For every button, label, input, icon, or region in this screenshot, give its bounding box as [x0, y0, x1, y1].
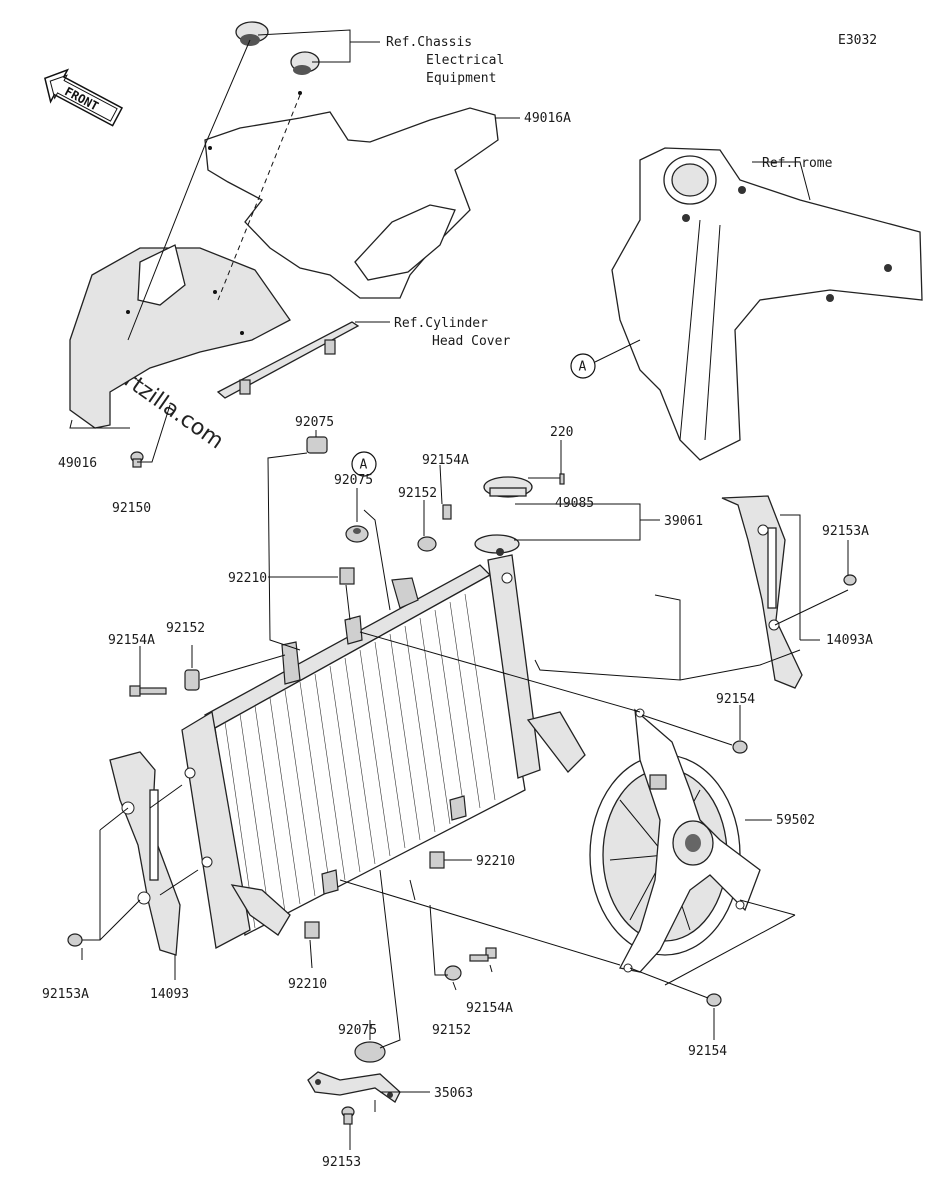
- label-92154A-bot: 92154A: [466, 1001, 513, 1016]
- label-92152-top: 92152: [398, 486, 437, 501]
- label-14093: 14093: [150, 987, 189, 1002]
- cap-49085: [483, 476, 533, 498]
- bolt-92154A-top: [442, 504, 452, 520]
- label-92075-mid: 92075: [334, 473, 373, 488]
- label-92210-top: 92210: [228, 571, 267, 586]
- label-39061: 39061: [664, 514, 703, 529]
- ref-chassis-line1: Ref.Chassis: [386, 35, 472, 50]
- label-92153: 92153: [322, 1155, 361, 1170]
- cylinder-bracket: [216, 321, 360, 399]
- bolt-92154-lower: [706, 993, 722, 1007]
- bolt-92153A-left: [67, 933, 83, 947]
- diagram-code: E3032: [838, 33, 877, 48]
- bolt-92153-bot: [341, 1106, 355, 1125]
- bolt-92153A-right: [843, 574, 857, 586]
- label-35063: 35063: [434, 1086, 473, 1101]
- label-92153A-left: 92153A: [42, 987, 89, 1002]
- ref-chassis-line3: Equipment: [426, 71, 496, 86]
- marker-a-right: A: [570, 353, 596, 379]
- label-92150: 92150: [112, 501, 151, 516]
- collar-92152-top: [417, 536, 437, 552]
- label-92075-top: 92075: [295, 415, 334, 430]
- cover-49016A: [204, 91, 499, 299]
- label-92154A-top: 92154A: [422, 453, 469, 468]
- cover-49016: [69, 244, 291, 429]
- grommet-92075-top: [306, 436, 328, 454]
- fan-59502: [589, 708, 761, 973]
- label-92153A-right: 92153A: [822, 524, 869, 539]
- label-92154-lower: 92154: [688, 1044, 727, 1059]
- label-92154-upper: 92154: [716, 692, 755, 707]
- label-92210-mid: 92210: [476, 854, 515, 869]
- label-92152-bot: 92152: [432, 1023, 471, 1038]
- leader-lines: [69, 29, 849, 1150]
- electrical-connector-2: [290, 51, 320, 75]
- ref-frame: Ref.Frome: [762, 156, 833, 171]
- grommet-92075-bot: [354, 1041, 386, 1063]
- cap-220: [559, 473, 565, 485]
- radiator-fins: [224, 593, 496, 929]
- collar-92152-bot: [444, 965, 462, 981]
- nut-92210-top: [339, 567, 355, 585]
- ref-cylinder-line2: Head Cover: [432, 334, 510, 349]
- svg-text:A: A: [360, 458, 368, 473]
- label-49016: 49016: [58, 456, 97, 471]
- label-220: 220: [550, 425, 573, 440]
- label-92210-bot: 92210: [288, 977, 327, 992]
- collar-92152-left: [184, 669, 200, 691]
- marker-a-left: A: [351, 451, 377, 477]
- nut-92210-bot: [304, 921, 320, 939]
- grommet-92075-mid: [345, 525, 369, 543]
- bracket-35063: [307, 1071, 401, 1103]
- neck-39061: [474, 534, 520, 556]
- shroud-14093: [109, 751, 181, 956]
- frame: [611, 147, 923, 461]
- ref-chassis-line2: Electrical: [426, 53, 504, 68]
- nut-92210-mid: [429, 851, 445, 869]
- shroud-14093A: [721, 495, 803, 689]
- label-14093A: 14093A: [826, 633, 873, 648]
- label-92075-bot: 92075: [338, 1023, 377, 1038]
- bolt-92154A-bot: [469, 947, 497, 962]
- label-49016A: 49016A: [524, 111, 571, 126]
- bolt-92154A-left: [129, 685, 167, 697]
- screw-92150: [130, 451, 144, 468]
- label-92154A-left: 92154A: [108, 633, 155, 648]
- label-59502: 59502: [776, 813, 815, 828]
- svg-text:A: A: [579, 360, 587, 375]
- front-arrow-icon: FRONT: [44, 68, 124, 127]
- label-49085: 49085: [555, 496, 594, 511]
- ref-cylinder-line1: Ref.Cylinder: [394, 316, 488, 331]
- radiator: [181, 554, 586, 950]
- electrical-connector-1: [235, 21, 269, 46]
- bolt-92154-upper: [732, 740, 748, 754]
- label-92152-left: 92152: [166, 621, 205, 636]
